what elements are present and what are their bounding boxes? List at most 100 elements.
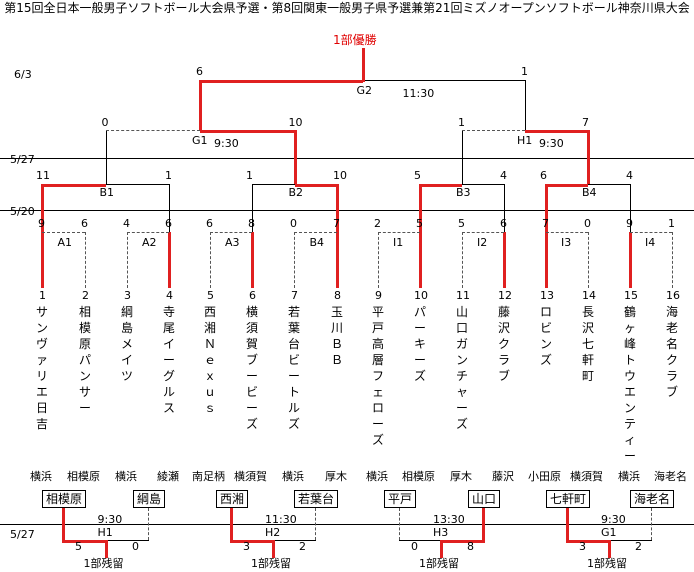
- quarter-loser-line: [504, 184, 505, 232]
- quarter-left-score: 11: [36, 169, 50, 182]
- first-round-code: A2: [142, 236, 157, 249]
- team-city: 南足柄: [192, 470, 225, 483]
- playoff-time: 9:30: [601, 513, 626, 526]
- team-city: 藤沢: [492, 470, 514, 483]
- first-round-join-line: [42, 232, 85, 233]
- team-city: 横浜: [115, 470, 137, 483]
- quarter-win-bar: [294, 184, 339, 187]
- first-round-left-score: 6: [206, 217, 213, 230]
- quarter-code: B1: [99, 186, 115, 199]
- team-city: 相模原: [67, 470, 100, 483]
- playoff-result-line: [608, 540, 611, 558]
- quarter-code: B4: [582, 186, 597, 199]
- first-round-right-score: 8: [248, 217, 255, 230]
- team-number: 7: [291, 289, 298, 302]
- team-city: 相模原: [402, 470, 435, 483]
- playoff-right-score: 8: [467, 540, 474, 553]
- playoff-right-team-box: 海老名: [630, 490, 674, 508]
- semi-code: H1: [517, 134, 533, 147]
- quarter-right-score: 4: [626, 169, 633, 182]
- playoff-right-team-box: 綱島: [133, 490, 165, 508]
- first-round-code: I1: [393, 236, 404, 249]
- semi-loser-line: [105, 130, 107, 184]
- quarter-lose-bar: [588, 184, 631, 185]
- semi-loser-line: [462, 130, 463, 184]
- playoff-lose-bar: [273, 540, 316, 541]
- first-round-join-line: [294, 232, 337, 233]
- final-loser-line: [525, 80, 526, 130]
- semi-left-score: 1: [458, 116, 465, 129]
- semi-left-score: 0: [101, 116, 109, 129]
- first-round-loser-line: [588, 232, 589, 288]
- playoff-result-line: [104, 540, 108, 558]
- semi-right-score: 7: [582, 116, 589, 129]
- team-city: 横浜: [282, 470, 304, 483]
- first-round-join-line: [127, 232, 169, 233]
- quarter-lose-bar: [252, 184, 296, 185]
- playoff-code: H1: [97, 526, 113, 539]
- playoff-lose-bar: [399, 540, 442, 541]
- quarter-win-bar: [41, 184, 106, 187]
- team-name: ロビンズ: [540, 305, 553, 367]
- first-round-code: I3: [561, 236, 572, 249]
- first-round-loser-line: [127, 232, 128, 288]
- first-round-winner-line: [336, 232, 339, 288]
- playoff-loser-line: [399, 508, 400, 540]
- playoff-winner-line: [62, 508, 65, 540]
- playoff-right-score: 2: [299, 540, 306, 553]
- first-round-code: B4: [309, 236, 325, 249]
- quarter-code: B2: [288, 186, 304, 199]
- team-name: 玉川ＢＢ: [331, 305, 344, 367]
- first-round-right-score: 6: [165, 217, 172, 230]
- quarter-loser-line: [169, 184, 170, 232]
- first-round-winner-line: [419, 232, 422, 288]
- semi-code: G1: [192, 134, 208, 147]
- playoff-code: H2: [265, 526, 281, 539]
- playoff-time: 13:30: [433, 513, 465, 526]
- final-lose-bar: [362, 80, 526, 81]
- playoff-result: 1部残留: [419, 557, 459, 570]
- playoff-code: G1: [601, 526, 617, 539]
- date-label-playoffs: 5/27: [10, 528, 35, 541]
- first-round-join-line: [378, 232, 420, 233]
- first-round-code: A1: [57, 236, 73, 249]
- quarter-left-score: 1: [246, 169, 253, 182]
- playoff-right-team-box: 山口: [468, 490, 500, 508]
- quarter-winner-line: [419, 184, 422, 232]
- final-right-score: 1: [521, 65, 528, 78]
- team-city: 厚木: [325, 470, 347, 483]
- team-name: 藤沢クラブ: [498, 305, 511, 383]
- playoff-left-team-box: 平戸: [384, 490, 416, 508]
- team-number: 12: [498, 289, 512, 302]
- page-title: 第15回全日本一般男子ソフトボール大会県予選・第8回関東一般男子県予選兼第21回…: [4, 1, 690, 15]
- playoff-left-score: 5: [75, 540, 82, 553]
- team-city: 横須賀: [234, 470, 267, 483]
- first-round-winner-line: [503, 232, 506, 288]
- quarter-lose-bar: [462, 184, 505, 185]
- date-label-semis: 5/27: [10, 153, 35, 166]
- final-winner-line: [199, 80, 202, 130]
- playoff-code: H3: [433, 526, 449, 539]
- playoff-time: 9:30: [97, 513, 123, 526]
- first-round-join-line: [462, 232, 504, 233]
- final-left-score: 6: [196, 65, 203, 78]
- team-name: 西湘Ｎｅｘｕｓ: [204, 305, 217, 415]
- final-win-bar: [199, 80, 363, 83]
- first-round-right-score: 7: [333, 217, 340, 230]
- first-round-left-score: 9: [626, 217, 633, 230]
- playoff-left-score: 0: [411, 540, 418, 553]
- team-name: 横須賀ブービーズ: [246, 305, 259, 431]
- semi-winner-line: [293, 130, 297, 184]
- quarter-right-score: 4: [500, 169, 507, 182]
- playoff-right-score: 2: [635, 540, 642, 553]
- team-number: 16: [666, 289, 680, 302]
- playoff-time: 11:30: [265, 513, 297, 526]
- team-number: 2: [82, 289, 89, 302]
- date-label-first-round: 5/20: [10, 205, 35, 218]
- first-round-left-score: 9: [38, 217, 45, 230]
- first-round-join-line: [546, 232, 588, 233]
- playoff-win-bar: [62, 540, 106, 543]
- quarter-left-score: 5: [414, 169, 421, 182]
- first-round-left-score: 0: [290, 217, 297, 230]
- playoff-result-line: [440, 540, 443, 558]
